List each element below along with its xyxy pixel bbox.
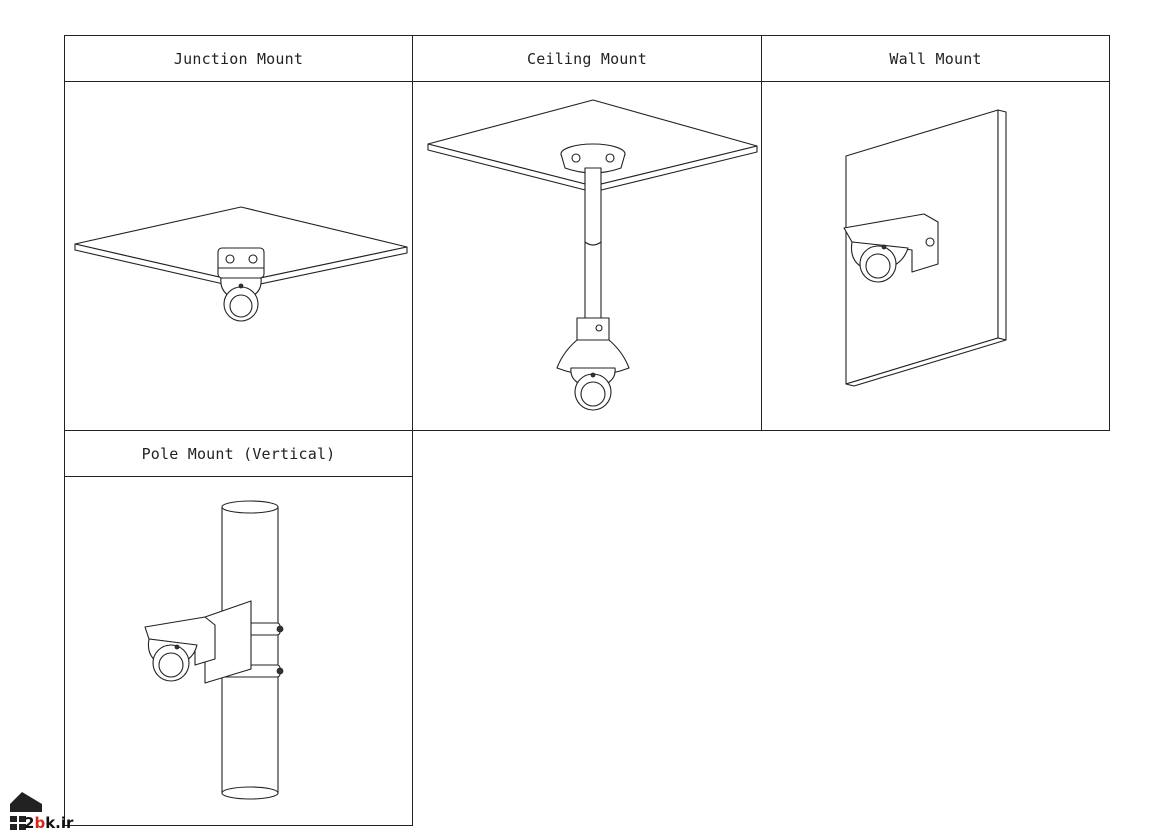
wall-mount-panel [761, 81, 1110, 431]
pole-mount-panel [64, 476, 413, 826]
watermark-text: 2bk.ir [24, 814, 74, 832]
junction-mount-panel [64, 81, 413, 431]
ceiling-mount-label: Ceiling Mount [527, 49, 647, 68]
ceiling-mount-header: Ceiling Mount [412, 35, 762, 82]
ceiling-mount-panel [412, 81, 762, 431]
wall-mount-illustration [843, 109, 1007, 387]
junction-mount-illustration [74, 206, 408, 322]
pole-mount-header: Pole Mount (Vertical) [64, 430, 413, 477]
pole-mount-illustration [144, 500, 284, 800]
pole-mount-label: Pole Mount (Vertical) [141, 444, 336, 463]
wall-mount-label: Wall Mount [889, 49, 982, 68]
house-logo-icon [10, 792, 42, 830]
junction-mount-label: Junction Mount [173, 49, 304, 68]
junction-mount-header: Junction Mount [64, 35, 413, 82]
ceiling-mount-illustration [427, 99, 758, 411]
wall-mount-header: Wall Mount [761, 35, 1110, 82]
